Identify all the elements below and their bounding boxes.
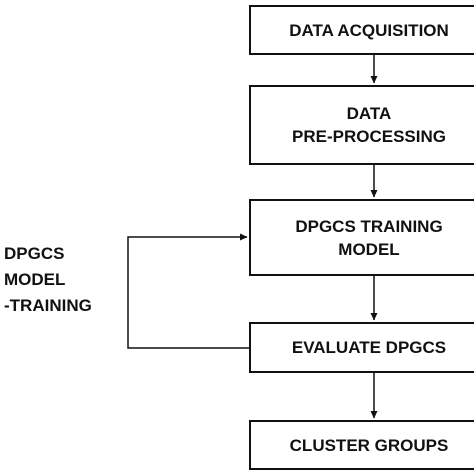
feedback-loop-label: DPGCS MODEL -TRAINING xyxy=(4,241,92,319)
evaluate-dpgcs-box: EVALUATE DPGCS xyxy=(249,322,474,373)
data-pre-processing-box: DATA PRE-PROCESSING xyxy=(249,85,474,165)
dpgcs-training-model-label-line1: DPGCS TRAINING xyxy=(295,216,443,236)
data-acquisition-label: DATA ACQUISITION xyxy=(289,20,449,40)
evaluate-dpgcs-label: EVALUATE DPGCS xyxy=(291,338,447,357)
feedback-loop-label-line3: -TRAINING xyxy=(4,296,92,315)
cluster-groups-label: CLUSTER GROUPS xyxy=(289,435,449,455)
cluster-groups-box: CLUSTER GROUPS xyxy=(249,420,474,470)
data-acquisition-box: DATA ACQUISITION xyxy=(249,5,474,55)
feedback-loop-label-line1: DPGCS xyxy=(4,244,65,263)
feedback-loop-label-line2: MODEL xyxy=(4,270,66,289)
data-pre-processing-label-line1: DATA xyxy=(346,104,392,123)
dpgcs-training-model-label-line2: MODEL xyxy=(338,239,400,259)
dpgcs-training-model-box: DPGCS TRAINING MODEL xyxy=(249,199,474,276)
arrow-evaluate-feedback-to-training xyxy=(127,233,249,349)
data-pre-processing-label-line2: PRE-PROCESSING xyxy=(292,127,446,146)
